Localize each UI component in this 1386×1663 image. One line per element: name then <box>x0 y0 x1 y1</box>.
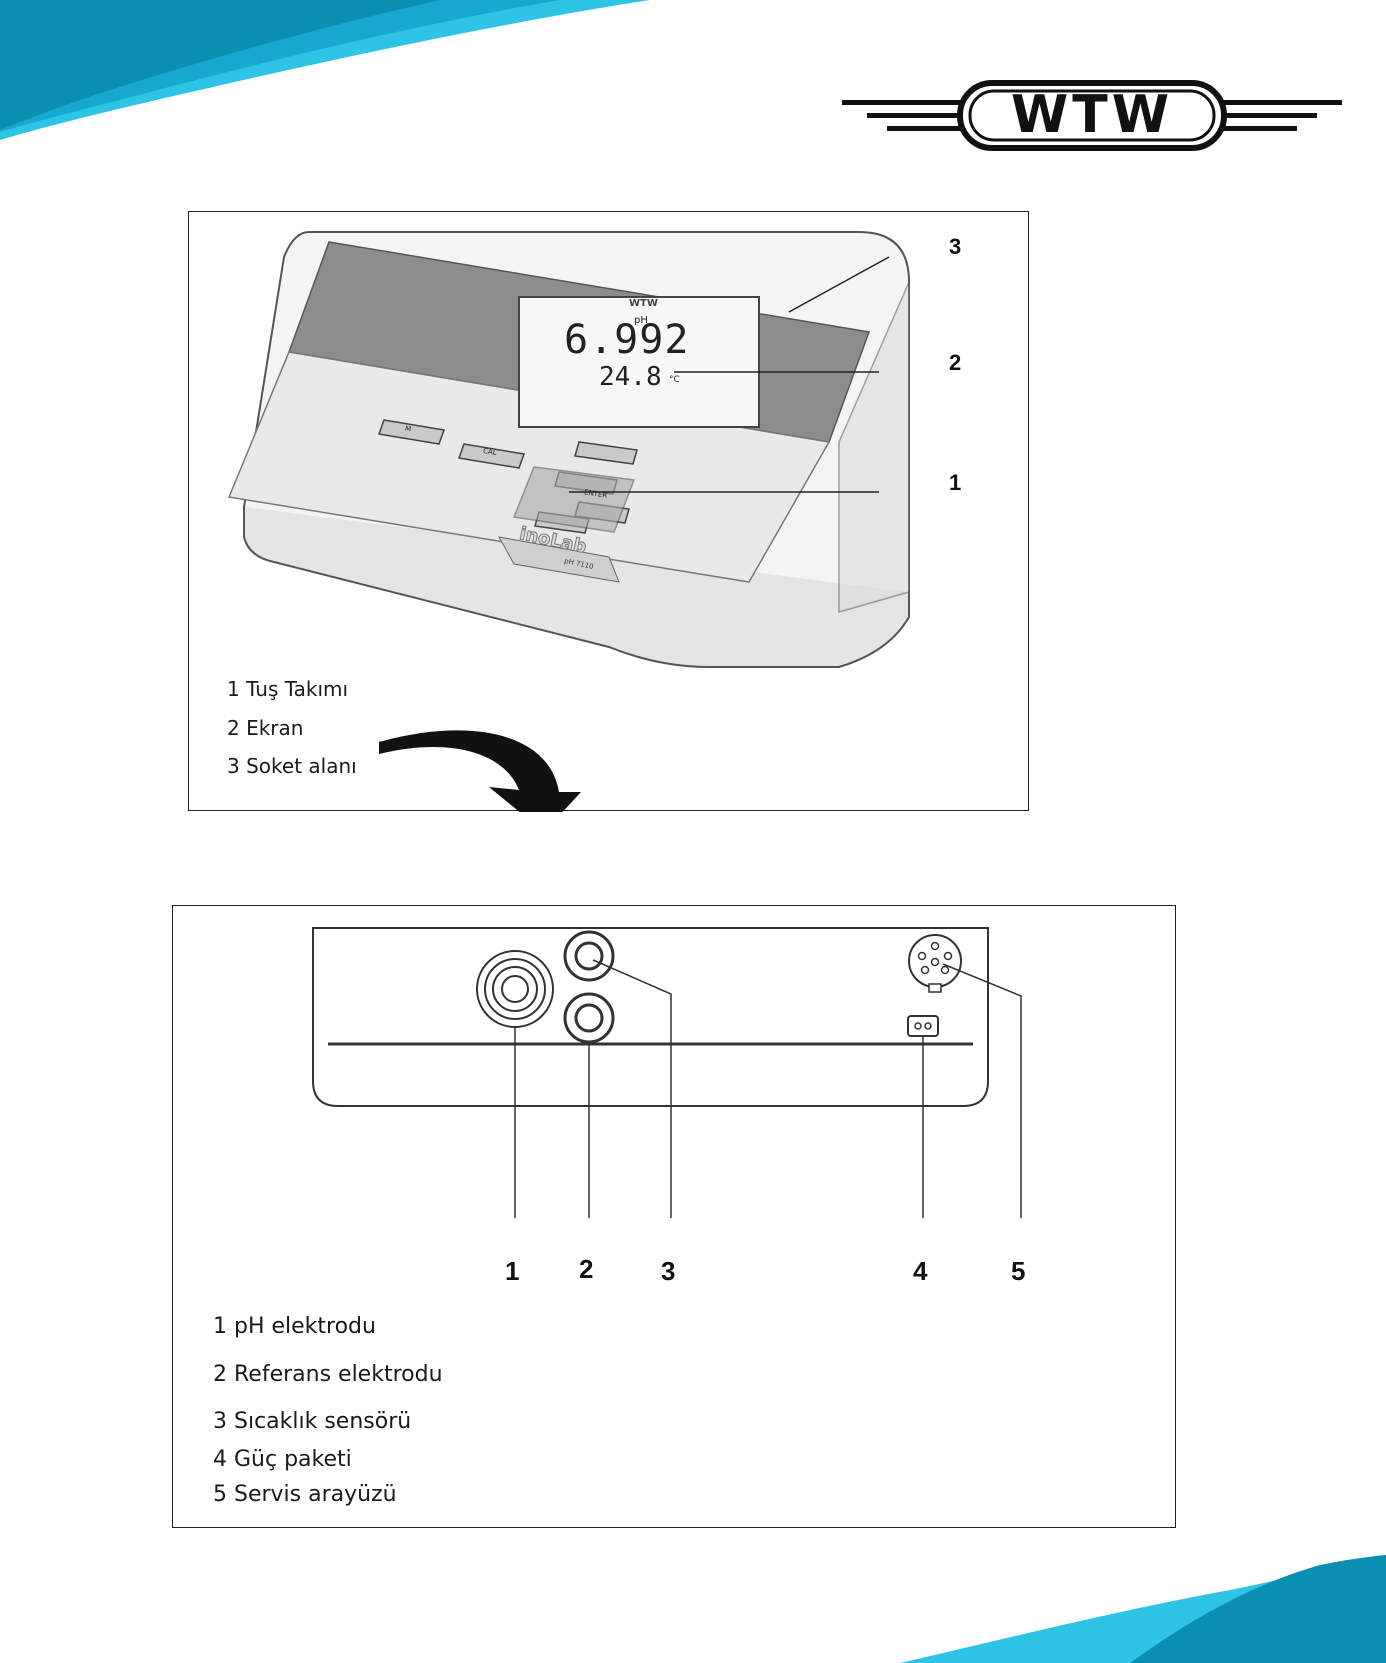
bottom-callout-5: 5 <box>1011 1256 1026 1286</box>
top-callout-3: 3 <box>949 234 962 259</box>
top-legend-item: 3 Soket alanı <box>227 754 357 778</box>
top-figure-frame: WTW pH 6.992 24.8 °C M CAL ENTER inoLab … <box>188 211 1029 812</box>
bottom-legend-item: 5 Servis arayüzü <box>213 1482 397 1507</box>
bottom-callout-2: 2 <box>579 1254 594 1284</box>
wtw-logo-text: WTW <box>1010 85 1174 145</box>
wtw-logo: WTW <box>842 78 1342 153</box>
bottom-figure-frame: 1 2 3 4 5 1 pH elektrodu 2 Referans elek… <box>172 905 1176 1528</box>
top-legend-item: 1 Tuş Takımı <box>227 677 349 701</box>
bottom-callout-4: 4 <box>913 1256 928 1286</box>
display-unit: pH <box>634 315 648 326</box>
top-callout-2: 2 <box>949 350 962 375</box>
bottom-legend-item: 3 Sıcaklık sensörü <box>213 1409 412 1434</box>
bottom-callout-3: 3 <box>661 1256 676 1286</box>
top-callout-1: 1 <box>949 470 962 495</box>
socket-panel-illustration <box>312 927 1022 1218</box>
bottom-legend-item: 2 Referans elektrodu <box>213 1362 443 1387</box>
bottom-legend-item: 1 pH elektrodu <box>213 1314 376 1339</box>
bottom-legend-item: 4 Güç paketi <box>213 1447 352 1472</box>
display-brand: WTW <box>629 298 658 309</box>
display-temperature: 24.8 <box>599 362 662 392</box>
top-legend-item: 2 Ekran <box>227 716 304 740</box>
key-m: M <box>404 424 412 434</box>
display-temp-unit: °C <box>669 375 680 385</box>
ph-meter-illustration <box>227 231 910 812</box>
display-reading: 6.992 <box>564 317 690 363</box>
bottom-callout-1: 1 <box>505 1256 520 1286</box>
